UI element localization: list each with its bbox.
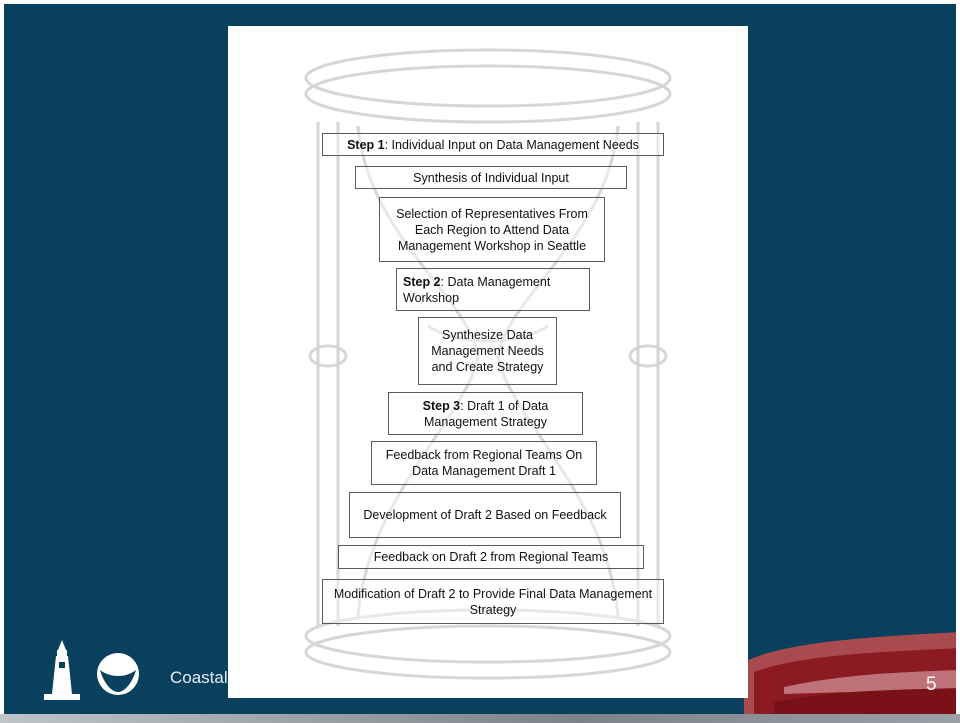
hourglass-illustration — [304, 48, 672, 680]
feedback-draft2-box: Feedback on Draft 2 from Regional Teams — [338, 545, 644, 569]
step2-box: Step 2: Data Management Workshop — [396, 268, 590, 311]
step1-label: Step 1 — [347, 137, 385, 152]
feedback-regional-text: Feedback from Regional Teams On Data Man… — [385, 448, 583, 478]
synthesize-box: Synthesize Data Management Needs and Cre… — [418, 317, 557, 385]
feedback-draft2-text: Feedback on Draft 2 from Regional Teams — [373, 550, 609, 564]
diagram-panel: Step 1: Individual Input on Data Managem… — [228, 26, 748, 698]
modification-box: Modification of Draft 2 to Provide Final… — [322, 579, 664, 624]
synthesis-box: Synthesis of Individual Input — [355, 166, 627, 189]
step3-box: Step 3: Draft 1 of Data Management Strat… — [388, 392, 583, 435]
step2-text: : Data Management Workshop — [403, 274, 551, 305]
synthesize-text: Synthesize Data Management Needs and Cre… — [431, 328, 544, 374]
selection-text: Selection of Representatives From Each R… — [396, 206, 588, 253]
step3-label: Step 3 — [422, 398, 461, 413]
lighthouse-logo-icon — [44, 640, 80, 700]
bottom-strip — [0, 714, 960, 723]
step1-box: Step 1: Individual Input on Data Managem… — [322, 133, 664, 156]
modification-text: Modification of Draft 2 to Provide Final… — [333, 586, 653, 617]
slide-number: 5 — [926, 674, 937, 695]
feedback-regional-box: Feedback from Regional Teams On Data Man… — [371, 441, 597, 485]
step1-text: : Individual Input on Data Management Ne… — [384, 137, 639, 152]
footer-text: Coastal — [170, 668, 228, 687]
step3-text: : Draft 1 of Data Management Strategy — [424, 398, 549, 429]
selection-box: Selection of Representatives From Each R… — [379, 197, 605, 262]
development-text: Development of Draft 2 Based on Feedback — [363, 508, 607, 522]
step2-label: Step 2 — [403, 274, 441, 289]
development-box: Development of Draft 2 Based on Feedback — [349, 492, 621, 538]
synthesis-text: Synthesis of Individual Input — [413, 170, 569, 185]
noaa-bird-logo-icon — [97, 653, 139, 695]
footer-swoosh-decoration — [744, 632, 956, 714]
